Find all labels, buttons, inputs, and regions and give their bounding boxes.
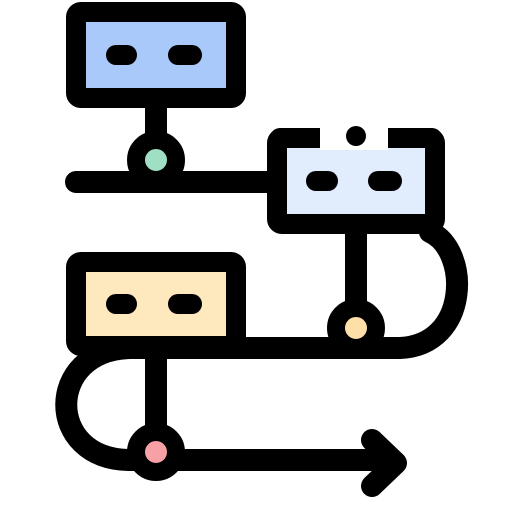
bottom-box bbox=[66, 252, 246, 356]
top-box bbox=[66, 2, 246, 108]
node-green bbox=[127, 131, 185, 189]
node-yellow bbox=[327, 299, 385, 357]
middle-box bbox=[267, 126, 445, 234]
arrow-head-icon bbox=[361, 429, 407, 497]
node-red bbox=[127, 423, 185, 481]
